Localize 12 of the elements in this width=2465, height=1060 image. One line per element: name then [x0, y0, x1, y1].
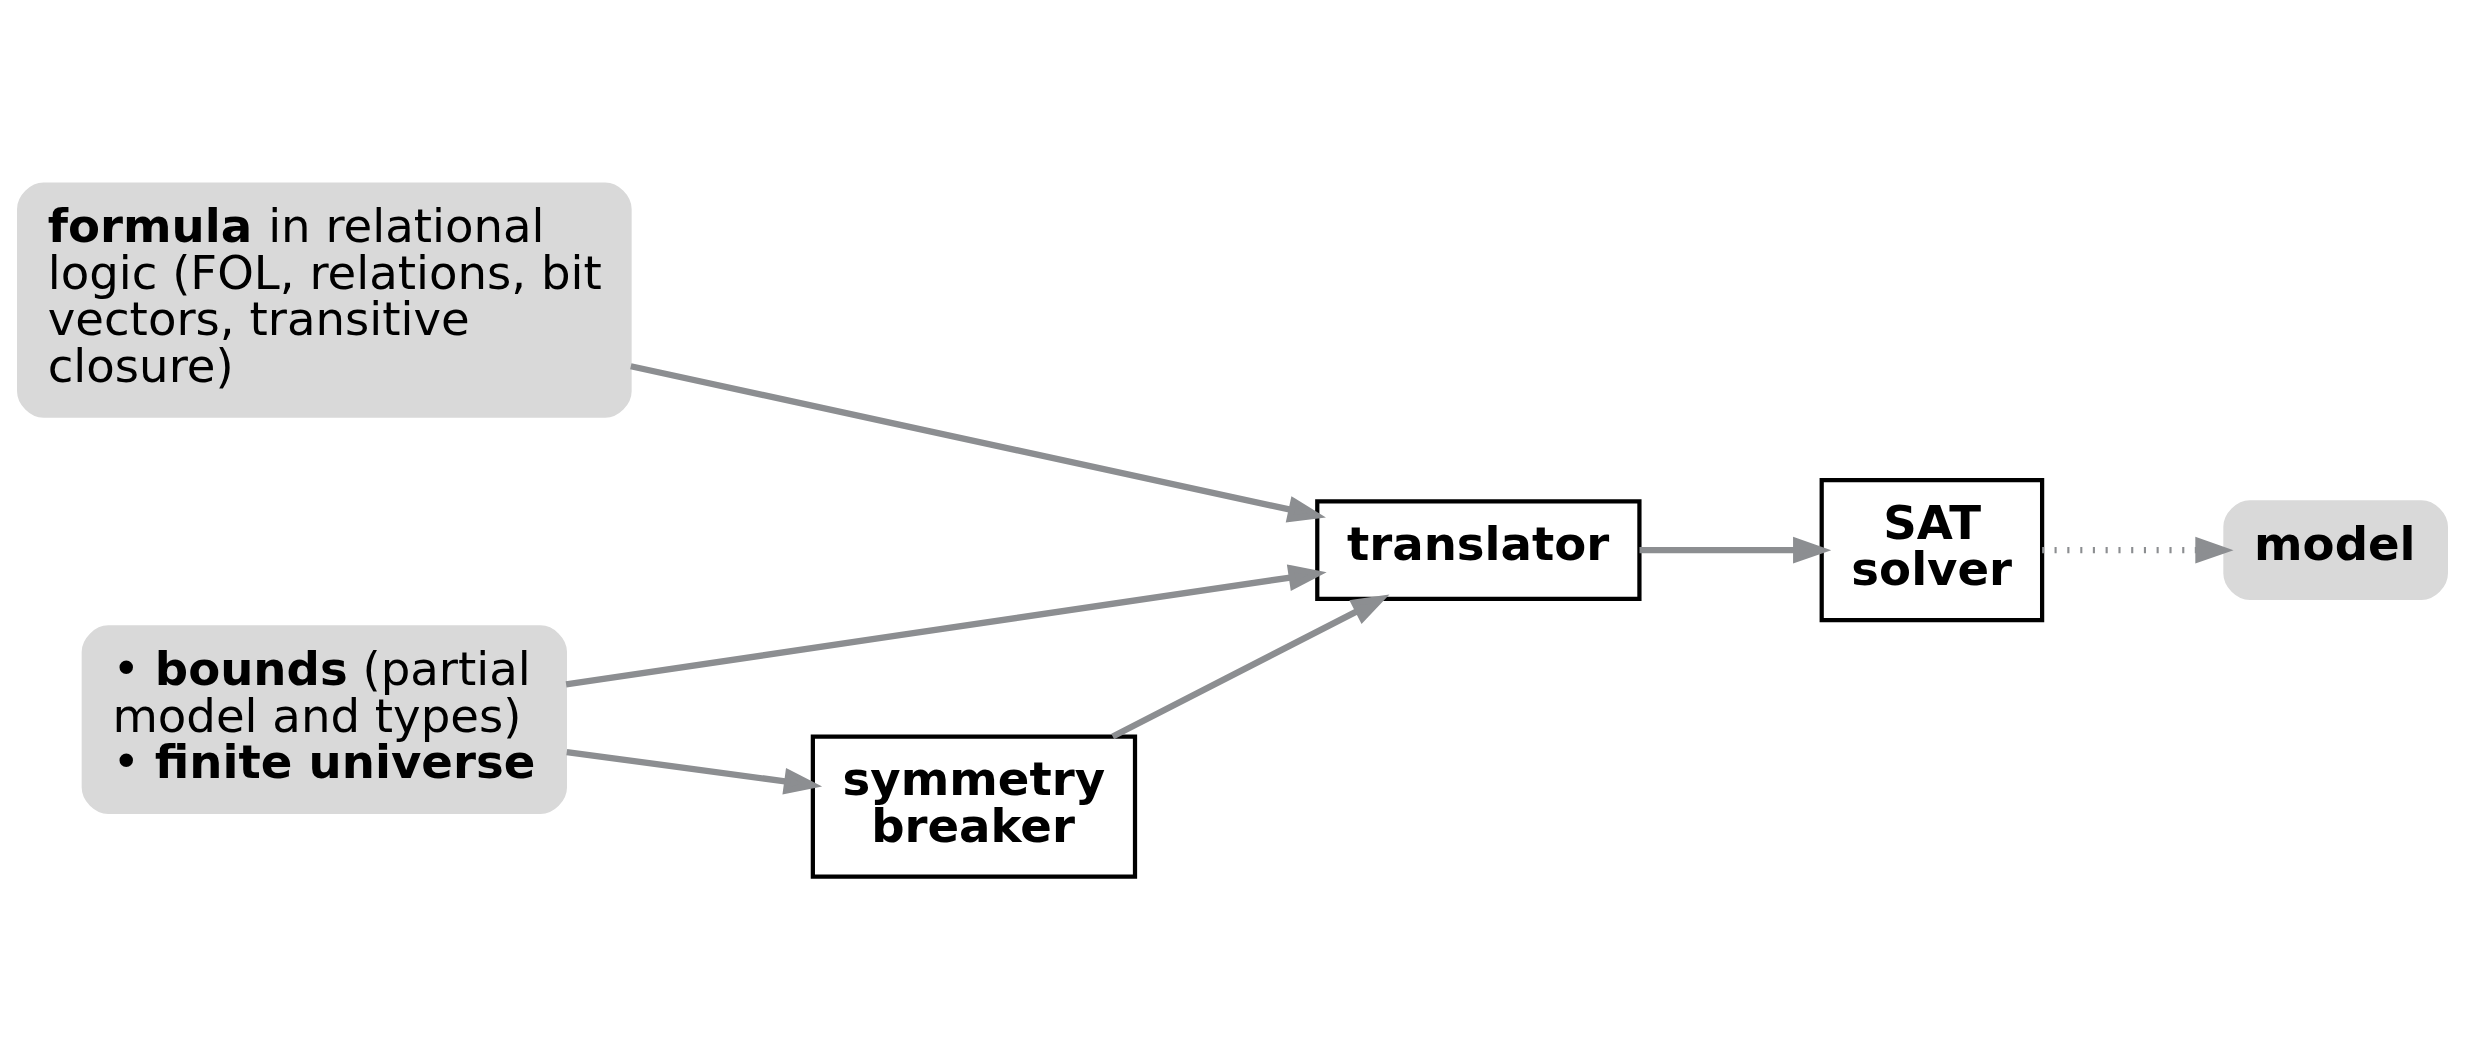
- arrow: [1111, 594, 1390, 740]
- node-box: translator: [1315, 499, 1642, 601]
- node-box: • bounds (partial model and types) • finite universe: [81, 625, 567, 814]
- arrow: [566, 748, 823, 795]
- node-box: SAT solver: [1819, 478, 2045, 623]
- arrow: [2042, 536, 2234, 564]
- arrow: [1639, 536, 1832, 564]
- node-box: model: [2223, 500, 2448, 600]
- arrow: [565, 564, 1327, 688]
- arrow: [630, 363, 1326, 523]
- node-box: formula in relational logic (FOL, relations, bit vectors, transitive closure): [17, 182, 632, 418]
- node-box: symmetry breaker: [810, 734, 1138, 879]
